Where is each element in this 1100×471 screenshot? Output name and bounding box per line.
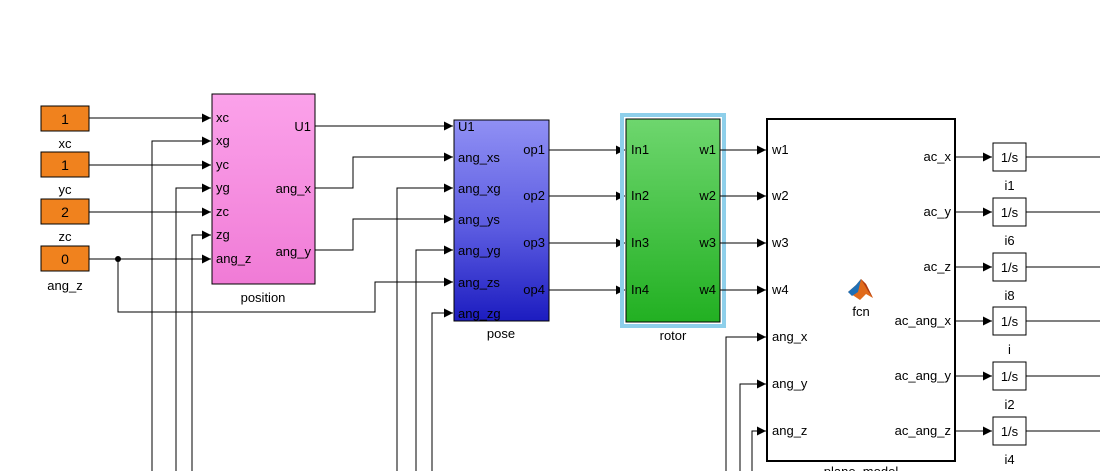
port-label: yg [216,180,230,195]
wires-fcn-integrators [955,152,1100,436]
integrator-label: 1/s [1001,150,1019,165]
wires-constants [89,113,453,471]
port-label: w1 [698,142,716,157]
constant-block-zc[interactable]: 2 zc [40,198,90,244]
port-label: In4 [631,282,649,297]
constant-block-yc[interactable]: 1 yc [40,151,90,197]
block-name: i [1008,342,1011,357]
port-label: w2 [698,188,716,203]
block-name: plane_model [824,464,899,471]
integrator-i4[interactable]: 1/s i4 [992,416,1027,467]
port-label: U1 [458,119,475,134]
integrator-label: 1/s [1001,260,1019,275]
integrator-i8[interactable]: 1/s i8 [992,252,1027,303]
port-label: w4 [698,282,716,297]
port-label: In1 [631,142,649,157]
port-label: op3 [523,235,545,250]
constant-block-ang-z[interactable]: 0 ang_z [40,245,90,293]
port-label: w3 [698,235,716,250]
port-label: w4 [771,282,789,297]
integrator-i2[interactable]: 1/s i2 [992,361,1027,412]
port-label: ac_ang_x [895,313,952,328]
constant-value: 1 [61,157,69,173]
port-label: ang_yg [458,243,501,258]
port-label: zc [216,204,230,219]
position-subsystem[interactable]: xc xg yc yg zc zg ang_z U1 ang_x ang_y p… [211,93,316,305]
constant-label: ang_z [47,278,82,293]
port-label: op1 [523,142,545,157]
pose-subsystem[interactable]: U1 ang_xs ang_xg ang_ys ang_yg ang_zs an… [453,119,550,341]
constant-label: yc [59,182,73,197]
matlab-function-block[interactable]: w1 w2 w3 w4 ang_x ang_y ang_z ac_x ac_y … [766,118,956,471]
wires-pose-rotor [549,145,625,295]
wires-position-pose [315,121,453,471]
port-label: xc [216,110,230,125]
port-label: ang_zg [458,306,501,321]
integrator-i[interactable]: 1/s i [992,306,1027,357]
fcn-label: fcn [852,304,869,319]
integrator-i1[interactable]: 1/s i1 [992,142,1027,193]
block-name: i4 [1004,452,1014,467]
constant-label: xc [59,136,73,151]
constant-value: 0 [61,251,69,267]
port-label: ang_x [772,329,808,344]
port-label: ac_z [924,259,951,274]
port-label: In2 [631,188,649,203]
port-label: ac_x [924,149,952,164]
integrator-label: 1/s [1001,369,1019,384]
port-label: ang_y [276,244,312,259]
block-name: i1 [1004,178,1014,193]
block-name: i2 [1004,397,1014,412]
port-label: In3 [631,235,649,250]
constant-block-xc[interactable]: 1 xc [40,105,90,151]
port-label: ang_ys [458,212,500,227]
port-label: ang_y [772,376,808,391]
block-name: rotor [660,328,687,343]
wires-rotor-fcn [720,145,766,471]
port-label: op4 [523,282,545,297]
port-label: w3 [771,235,789,250]
constant-value: 2 [61,204,69,220]
port-label: ang_zs [458,275,500,290]
port-label: ang_x [276,181,312,196]
port-label: w1 [771,142,789,157]
block-name: i6 [1004,233,1014,248]
port-label: zg [216,227,230,242]
matlab-logo-icon [848,279,873,300]
rotor-subsystem[interactable]: In1 In2 In3 In4 w1 w2 w3 w4 rotor [620,113,726,343]
port-label: ang_z [216,251,251,266]
port-label: w2 [771,188,789,203]
port-label: ac_ang_z [895,423,951,438]
block-name: i8 [1004,288,1014,303]
port-label: xg [216,133,230,148]
constant-value: 1 [61,111,69,127]
port-label: ang_z [772,423,807,438]
port-label: ac_ang_y [895,368,952,383]
integrator-label: 1/s [1001,205,1019,220]
port-label: yc [216,157,230,172]
port-label: ac_y [924,204,952,219]
constant-label: zc [59,229,73,244]
port-label: ang_xg [458,181,501,196]
port-label: op2 [523,188,545,203]
block-name: position [241,290,286,305]
port-label: U1 [294,119,311,134]
integrator-label: 1/s [1001,314,1019,329]
integrator-i6[interactable]: 1/s i6 [992,197,1027,248]
port-label: ang_xs [458,150,500,165]
integrator-label: 1/s [1001,424,1019,439]
block-name: pose [487,326,515,341]
